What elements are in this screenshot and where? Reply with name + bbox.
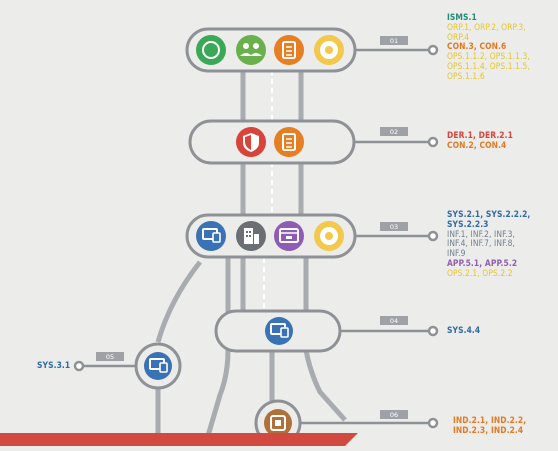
target-label: IND.2.1, IND.2.2, [453, 415, 527, 425]
targets-05: SYS.3.1 [37, 360, 71, 371]
users-icon [236, 35, 266, 65]
tag-05: 05 [106, 353, 114, 361]
target-label: OPS.1.1.6 [447, 70, 485, 81]
node-05 [134, 342, 182, 390]
target-label: INF.9 [447, 248, 466, 259]
target-label: SYS.2.1, SYS.2.2.2, [447, 209, 531, 219]
bottom-red-banner-cut [345, 433, 358, 446]
tag-03: 03 [390, 223, 398, 231]
tag-02: 02 [390, 128, 398, 136]
shield-icon [236, 127, 266, 157]
building-icon [236, 221, 266, 251]
tag-04: 04 [390, 317, 398, 325]
tag-06: 06 [390, 411, 398, 419]
target-label: IND.2.3, IND.2.4 [453, 424, 524, 435]
target-label: INF.4, INF.7, INF.8, [447, 238, 516, 249]
target-label: CON.3, CON.6 [447, 41, 507, 52]
target-label: SYS.2.2.3 [447, 218, 489, 229]
app-window-icon [274, 221, 304, 251]
target-label: SYS.4.4 [447, 325, 481, 335]
number-tags: 01 02 03 04 06 05 [96, 36, 408, 419]
compass-icon [196, 35, 226, 65]
target-label: INF.1, INF.2, INF.3, [447, 228, 516, 239]
target-label: ORP.1, ORP.2, ORP.3, [447, 21, 526, 32]
laptop-icon [265, 317, 293, 345]
target-label: SYS.3.1 [37, 360, 71, 370]
connection-tracks [155, 70, 347, 447]
clipboard-icon [274, 35, 304, 65]
target-label: APP.5.1, APP.5.2 [447, 257, 518, 268]
target-label: CON.2, CON.4 [447, 139, 507, 150]
targets-06: IND.2.1, IND.2.2,IND.2.3, IND.2.4 [453, 415, 527, 436]
gear-icon [314, 35, 344, 65]
node-pill-02 [188, 119, 356, 165]
target-label: OPS.1.1.4, OPS.1.1.5, [447, 60, 530, 71]
tag-01: 01 [390, 37, 398, 45]
connector-01 [73, 44, 439, 429]
target-label: OPS.1.1.2, OPS.1.1.3, [447, 51, 530, 62]
target-label: OPS.2.1, OPS.2.2 [447, 267, 513, 278]
target-label: ISMS.1 [447, 12, 477, 22]
target-label: DER.1, DER.2.1 [447, 130, 513, 140]
target-label: ORP.4 [447, 31, 470, 42]
gear-icon [314, 221, 344, 251]
targets-04: SYS.4.4 [447, 325, 481, 336]
bottom-red-banner [0, 433, 345, 446]
laptop-icon [196, 221, 226, 251]
clipboard-icon [274, 127, 304, 157]
